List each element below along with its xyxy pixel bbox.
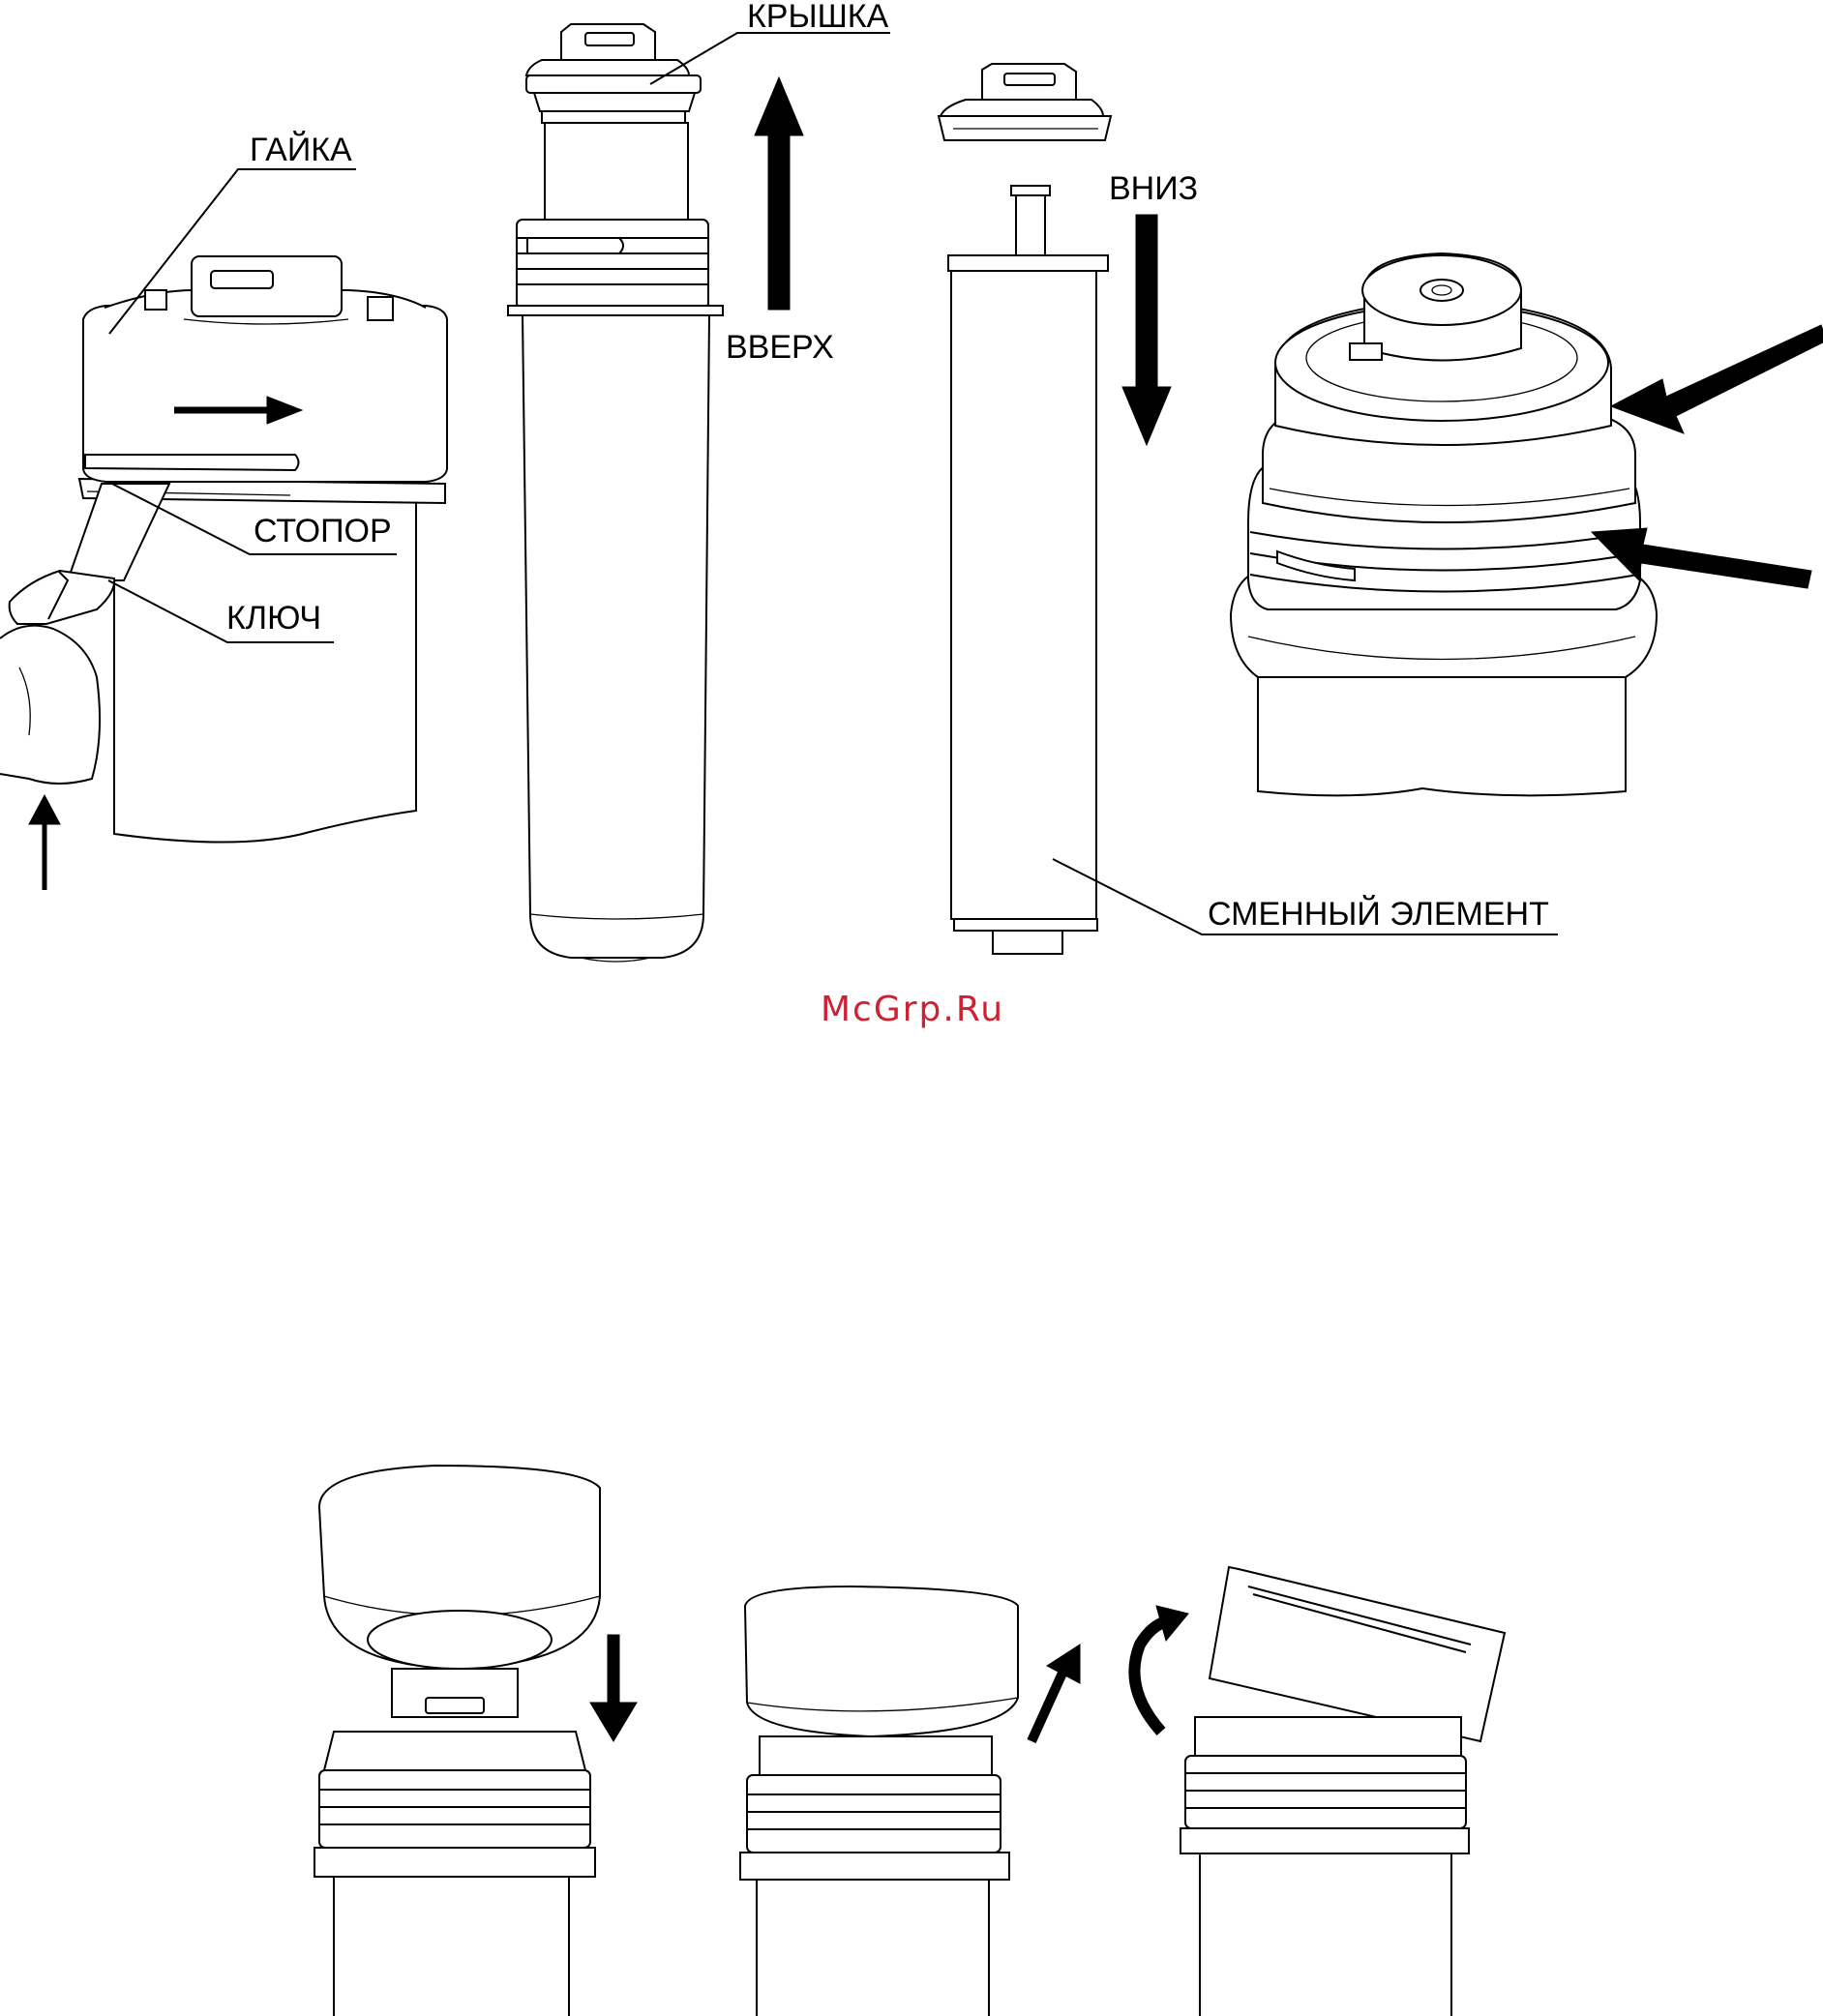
- step-nut-tilt: [1134, 1567, 1505, 2016]
- up-arrow-icon: [768, 135, 790, 310]
- down-arrow-icon: [1136, 215, 1157, 389]
- label-replaceable-element: СМЕННЫЙ ЭЛЕМЕНТ: [1208, 898, 1549, 931]
- diagonal-up-arrow-icon: [1031, 1669, 1064, 1741]
- watermark: McGrp.Ru: [821, 993, 1004, 1027]
- label-down: ВНИЗ: [1109, 172, 1198, 205]
- label-cover: КРЫШКА: [747, 0, 888, 33]
- curved-rotate-arrow-icon: [1134, 1621, 1167, 1732]
- housing-with-cover: [508, 24, 890, 962]
- step-nut-up: [740, 1586, 1080, 2016]
- label-nut: ГАЙКА: [250, 133, 352, 166]
- label-stopper: СТОПОР: [254, 515, 392, 548]
- step-nut-down: [314, 1466, 637, 2016]
- label-key: КЛЮЧ: [226, 602, 321, 635]
- housing-closeup: [1231, 253, 1823, 795]
- label-up: ВВЕРХ: [726, 331, 834, 364]
- pointer-arrow-icon: [1611, 325, 1823, 433]
